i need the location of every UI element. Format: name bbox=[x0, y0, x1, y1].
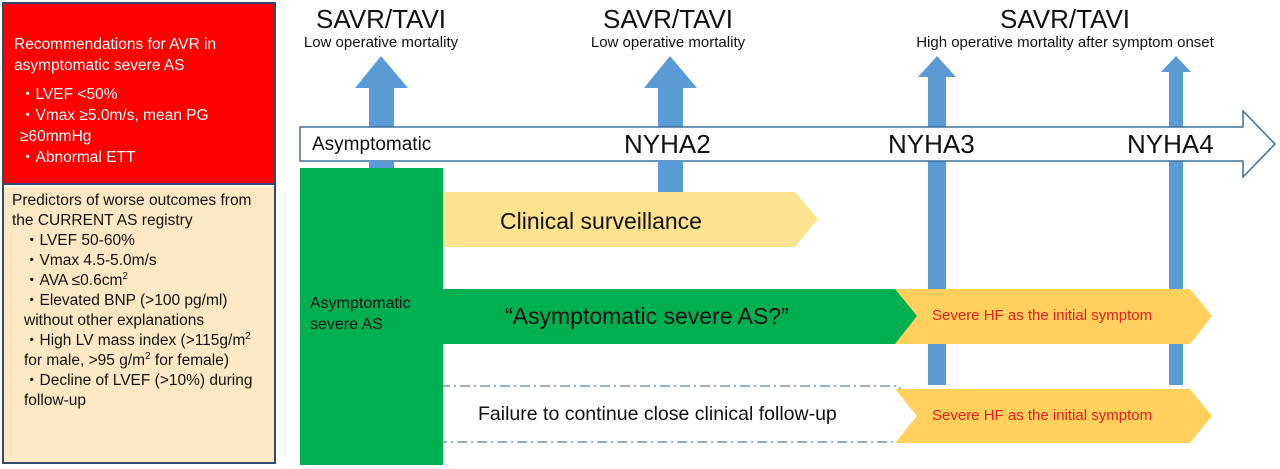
predictor-ava-text: ・AVA ≤0.6cm bbox=[24, 272, 123, 289]
predictor-item: ・AVA ≤0.6cm2 bbox=[12, 271, 266, 291]
recommendations-box: Recommendations for AVR in asymptomatic … bbox=[4, 4, 274, 185]
severe-hf-arrow-2 bbox=[895, 389, 1212, 443]
superscript: 2 bbox=[245, 330, 251, 342]
predictor-item: ・Vmax 4.5-5.0m/s bbox=[24, 252, 157, 269]
stage-asymptomatic: Asymptomatic bbox=[312, 134, 432, 155]
up-arrow-2-shaft bbox=[658, 161, 683, 194]
predictors-box: Predictors of worse outcomes from the CU… bbox=[4, 187, 274, 462]
predictor-item: ・Decline of LVEF (>10%) during follow-up bbox=[24, 372, 253, 409]
surveillance-label: Clinical surveillance bbox=[500, 208, 702, 234]
header-title: SAVR/TAVI bbox=[602, 4, 734, 34]
asymptomatic-question-label: “Asymptomatic severe AS?” bbox=[505, 303, 789, 329]
header-3: SAVR/TAVI High operative mortality after… bbox=[880, 4, 1250, 52]
header-title: SAVR/TAVI bbox=[315, 4, 447, 34]
recommendation-item: ・Abnormal ETT bbox=[20, 149, 136, 166]
header-2: SAVR/TAVI Low operative mortality bbox=[577, 4, 759, 52]
failure-label: Failure to continue close clinical follo… bbox=[478, 403, 837, 425]
superscript: 2 bbox=[145, 350, 151, 362]
severe-hf-label-2: Severe HF as the initial symptom bbox=[932, 407, 1153, 424]
predictors-title: Predictors of worse outcomes from the CU… bbox=[12, 192, 252, 229]
header-subtitle: Low operative mortality bbox=[590, 34, 746, 51]
timeline-arrow bbox=[299, 109, 1277, 179]
stage-nyha3: NYHA3 bbox=[888, 129, 975, 159]
predictor-lvmass-text: ・High LV mass index (>115g/m bbox=[24, 332, 246, 349]
green-block bbox=[300, 168, 443, 465]
stage-nyha2: NYHA2 bbox=[624, 129, 711, 159]
recommendation-item: ・LVEF <50% bbox=[20, 86, 118, 103]
predictor-item: ・Elevated BNP (>100 pg/ml) without other… bbox=[24, 292, 228, 329]
surveillance-arrow bbox=[440, 192, 818, 247]
recommendations-title: Recommendations for AVR in asymptomatic … bbox=[14, 36, 217, 74]
green-block-label: Asymptomatic severe AS bbox=[310, 295, 411, 333]
recommendation-item: ・Vmax ≥5.0m/s, mean PG ≥60mmHg bbox=[20, 107, 209, 145]
header-subtitle: Low operative mortality bbox=[303, 34, 459, 51]
predictor-lvmass-text: for female) bbox=[150, 352, 229, 369]
severe-hf-arrow-1 bbox=[895, 289, 1212, 344]
header-1: SAVR/TAVI Low operative mortality bbox=[290, 4, 472, 52]
header-title: SAVR/TAVI bbox=[999, 4, 1131, 34]
superscript: 2 bbox=[122, 270, 128, 282]
stage-nyha4: NYHA4 bbox=[1127, 129, 1214, 159]
left-panel-frame bbox=[2, 2, 276, 464]
predictor-item: ・High LV mass index (>115g/m2 for male, … bbox=[12, 331, 266, 371]
failure-arrow bbox=[439, 385, 921, 443]
asymptomatic-question-arrow bbox=[440, 289, 920, 344]
up-arrow-4-lower-shaft bbox=[1169, 344, 1183, 385]
header-subtitle: High operative mortality after symptom o… bbox=[916, 34, 1214, 51]
predictor-lvmass-text: for male, >95 g/m bbox=[24, 352, 146, 369]
up-arrow-3-lower-shaft bbox=[928, 344, 946, 385]
severe-hf-label-1: Severe HF as the initial symptom bbox=[932, 307, 1153, 324]
predictor-item: ・LVEF 50-60% bbox=[24, 232, 135, 249]
